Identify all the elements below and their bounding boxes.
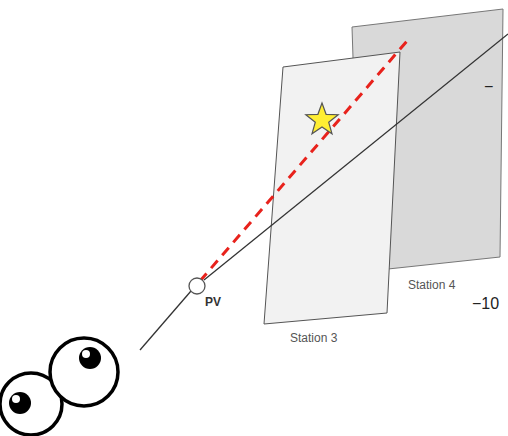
axis-line — [140, 291, 191, 350]
station-label: Station 4 — [408, 279, 455, 292]
vertex-marker — [189, 278, 205, 294]
eyes — [0, 338, 118, 435]
axis-line — [204, 34, 508, 280]
station-plane — [264, 52, 400, 324]
hit-star — [306, 103, 338, 134]
axis-tick-label: − — [484, 78, 493, 96]
vertex-label: PV — [205, 296, 221, 309]
track-line — [200, 41, 407, 281]
station-label: Station 3 — [290, 332, 337, 345]
axis-tick-label: −10 — [472, 295, 499, 313]
